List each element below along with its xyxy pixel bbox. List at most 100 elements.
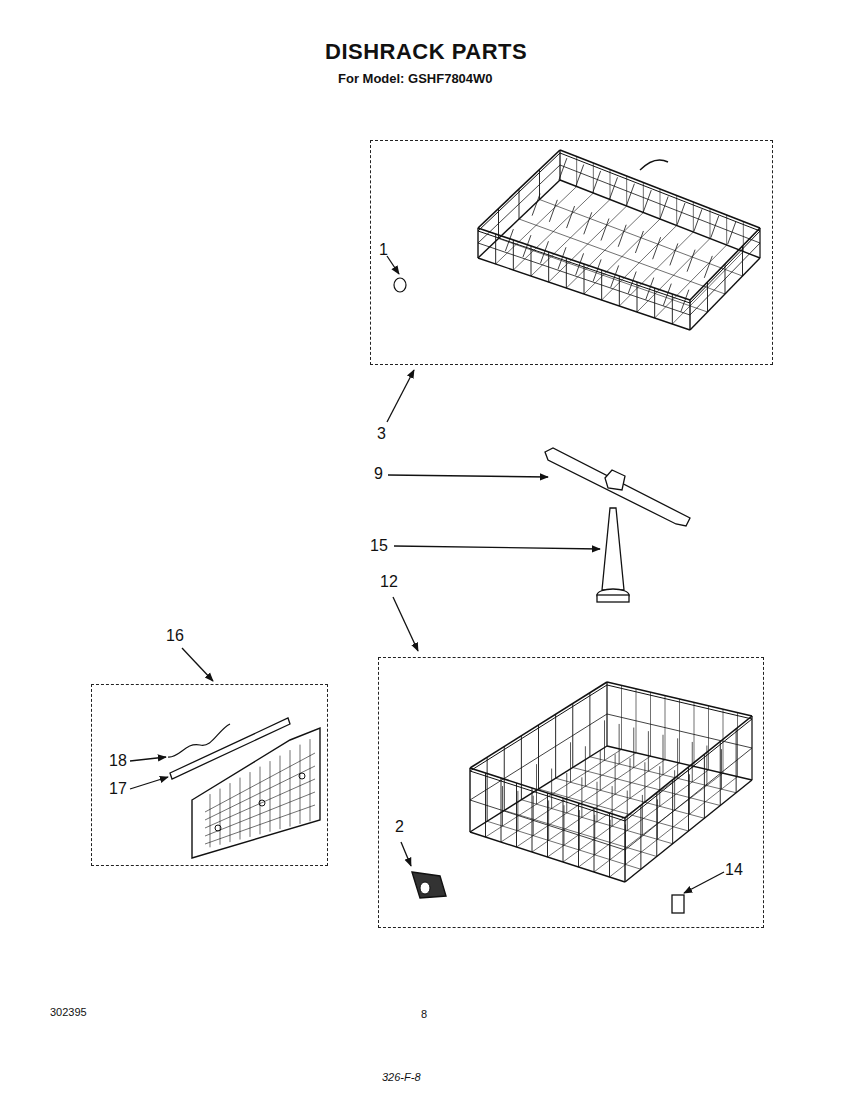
rack-wire [230, 783, 231, 842]
rack-wire [626, 184, 634, 206]
rack-wire [663, 284, 671, 306]
rack-wire [205, 753, 315, 812]
rack-wire [240, 778, 241, 840]
spray-arm-hub [605, 470, 625, 490]
rack-wire [478, 165, 560, 243]
rack-wire [573, 768, 721, 806]
rack-wire [519, 189, 520, 219]
rack-wire [502, 786, 503, 826]
rack-wire [547, 793, 548, 857]
rack-wire [625, 818, 626, 882]
rack-wire [597, 782, 598, 822]
diagram-title: DISHRACK PARTS [325, 40, 527, 64]
rack-wire [532, 194, 540, 216]
rack-wire [611, 265, 619, 287]
rack-wire [644, 762, 645, 802]
rack-wire [737, 713, 738, 777]
rack-wire [628, 272, 636, 294]
rack-wire [677, 738, 678, 778]
rack-wire [601, 219, 609, 241]
rack-wire [646, 278, 654, 300]
leader-line [684, 872, 724, 893]
rack-wire [559, 158, 567, 180]
rack-wire [579, 810, 580, 850]
leader-line [387, 256, 399, 274]
rack-wire [643, 190, 651, 212]
rack-clip [420, 882, 430, 894]
rack-wire [607, 682, 608, 746]
rack-wire [711, 216, 719, 238]
rack-wire [707, 282, 708, 312]
callout-number: 16 [166, 627, 184, 645]
rack-wire [643, 183, 644, 213]
rack-wire [310, 739, 311, 821]
rack-wire [536, 764, 537, 804]
rack-wire [600, 750, 601, 790]
rack-wire [690, 300, 691, 330]
rack-wire [694, 702, 695, 766]
spray-arm [545, 448, 690, 526]
rack-wire [690, 300, 691, 330]
bumper-part [394, 278, 406, 292]
rack-wire [478, 243, 690, 315]
basket-hole [259, 800, 265, 806]
parts-group-box: 1817 [91, 684, 328, 866]
leader-line [130, 757, 166, 761]
rack-wire [566, 773, 567, 813]
spray-tube-base [597, 595, 629, 602]
rack-wire [663, 735, 664, 775]
callout-number: 2 [395, 818, 404, 836]
rack-wire [581, 777, 582, 817]
rack-wire [517, 791, 518, 831]
rack-wire [572, 704, 573, 768]
rack-wire [672, 294, 673, 324]
rack-wire [220, 789, 221, 845]
rack-wire [504, 747, 505, 811]
rack-wire [539, 789, 689, 831]
rack-wire [723, 709, 724, 773]
callout-number: 9 [374, 465, 383, 483]
rack-wire [250, 772, 251, 837]
basket-panel [192, 728, 320, 858]
rack-wire [576, 253, 584, 275]
callout-number: 18 [109, 752, 127, 770]
rack-wire [532, 788, 533, 852]
basket-wire [168, 724, 230, 757]
rack-wire [570, 742, 571, 782]
rack-wire [610, 177, 618, 199]
rack-wire [576, 165, 584, 187]
rack-wire [560, 165, 760, 243]
rack-wire [521, 736, 522, 800]
parts-group-box: 1 [370, 140, 773, 365]
rack-wire [540, 241, 548, 263]
rack-wire [708, 706, 709, 770]
rack-wire [513, 240, 514, 270]
rack-wire [627, 791, 628, 831]
rack-wire [728, 222, 736, 244]
rack-wire [690, 231, 760, 303]
rack-wire [706, 746, 707, 786]
leader-line [394, 546, 600, 549]
basket-hole [299, 773, 305, 779]
rack-wire [743, 222, 744, 252]
rack-wire [607, 682, 608, 746]
rack-wire [501, 778, 502, 842]
rack-wire [533, 796, 534, 836]
rack-wire [625, 824, 626, 864]
basket-hole [215, 825, 221, 831]
rack-wire [654, 288, 655, 318]
rack-wire [470, 714, 607, 800]
rack-wire [505, 229, 513, 251]
rack-wire [610, 820, 611, 860]
rack-wire [523, 235, 531, 257]
callout-number: 12 [380, 573, 398, 591]
rack-wire [610, 170, 611, 200]
rack-wire [665, 696, 666, 760]
rack-wire [670, 243, 678, 265]
rack-wire [621, 685, 622, 749]
leader-line [387, 370, 414, 422]
rack-wire [660, 196, 668, 218]
rack-wire [564, 805, 565, 845]
rack-wire [650, 692, 651, 756]
